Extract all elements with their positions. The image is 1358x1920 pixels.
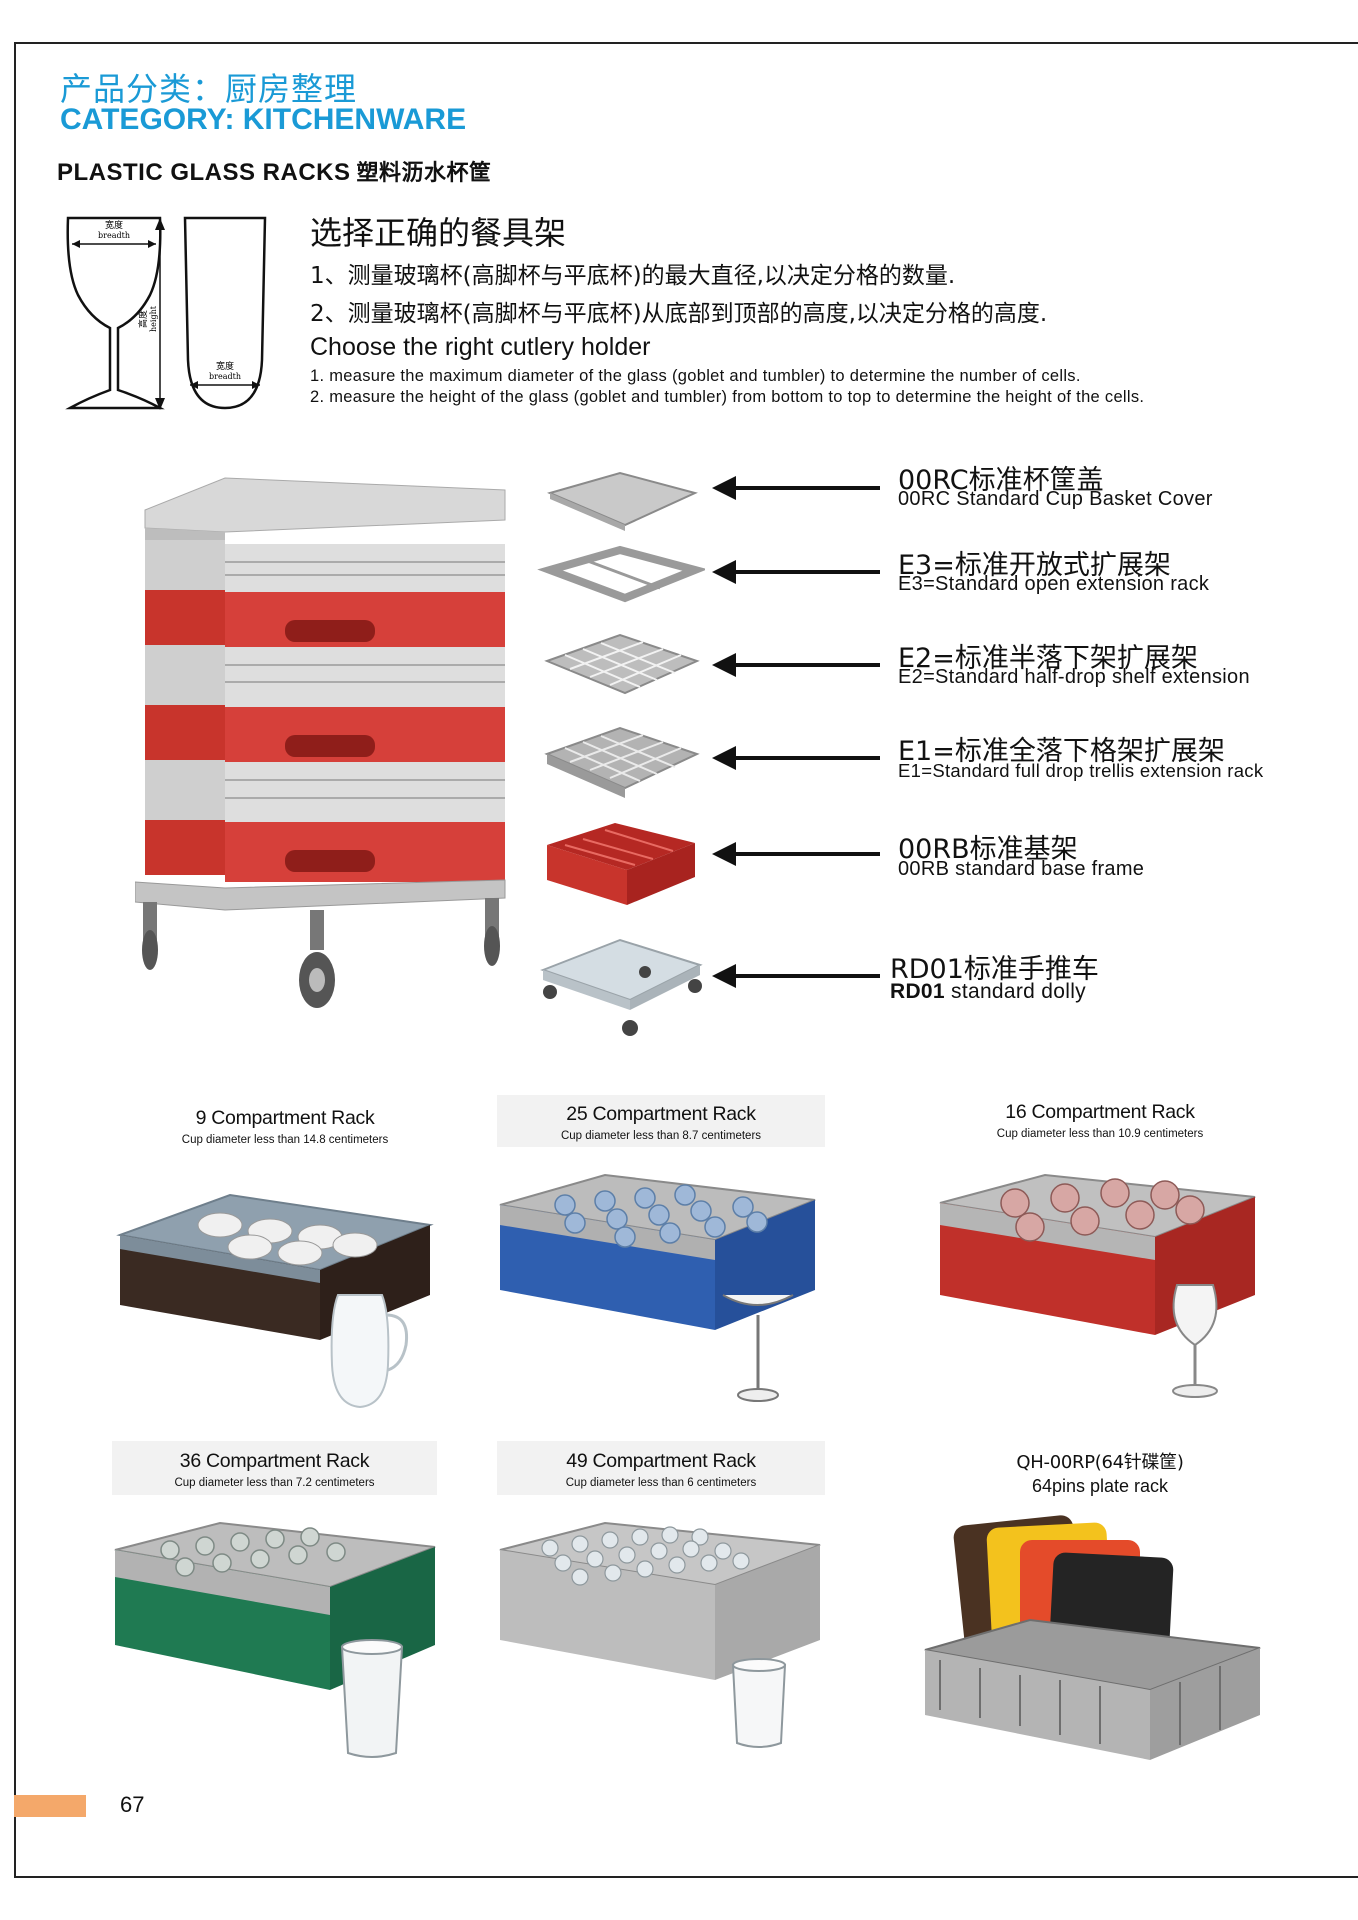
intro-line2-cn: 2、测量玻璃杯(高脚杯与平底杯)从底部到顶部的高度,以决定分格的高度. [310,301,1048,327]
open-extension-label-en: E3=Standard open extension rack [898,573,1210,595]
intro-line1-cn: 1、测量玻璃杯(高脚杯与平底杯)的最大直径,以决定分格的数量. [310,263,956,289]
dolly-label-en: RD01 standard dolly [890,980,1086,1004]
stacked-racks-on-dolly-image [135,477,506,1008]
dolly-label-cn: RD01标准手推车 [890,954,1099,985]
rack-64pin-image [924,1515,1261,1760]
base-frame-label-cn: 00RB标准基架 [898,834,1078,865]
half-drop-extension-image [544,633,700,695]
section-title-en: PLASTIC GLASS RACKS [57,159,351,186]
base-frame-label-en: 00RB standard base frame [898,858,1145,880]
cover-label-cn: 00RC标准杯筐盖 [898,465,1104,496]
rack-16-image [939,1173,1256,1398]
intro-line1-en: 1. measure the maximum diameter of the g… [310,367,1081,385]
rack-9-subtitle: Cup diameter less than 14.8 centimeters [181,1134,389,1146]
rack-36-subtitle: Cup diameter less than 7.2 centimeters [174,1477,375,1489]
half-drop-label-en: E2=Standard half-drop shelf extension [898,666,1250,688]
rack-9-header: 9 Compartment Rack Cup diameter less tha… [130,1107,440,1146]
rack-25-image [499,1173,816,1402]
rack-16-subtitle: Cup diameter less than 10.9 centimeters [996,1128,1204,1140]
arrow-dolly [712,964,880,988]
rack-49-title: 49 Compartment Rack [566,1450,756,1472]
rack-25-subtitle: Cup diameter less than 8.7 centimeters [560,1130,762,1142]
rack-49-subtitle: Cup diameter less than 6 centimeters [565,1477,757,1489]
rack-9-image [116,1193,434,1409]
rack-25-header: 25 Compartment Rack Cup diameter less th… [497,1095,825,1147]
half-drop-label-cn: E2=标准半落下架扩展架 [898,643,1198,674]
dolly-image [540,938,703,1036]
intro-title-en: Choose the right cutlery holder [310,333,651,361]
cover-label-en: 00RC Standard Cup Basket Cover [898,488,1213,510]
breadth-label-en-2: breadth [209,372,241,381]
page-frame-left [14,42,16,1878]
dolly-label-en-text: standard dolly [944,980,1086,1003]
full-drop-label-cn: E1=标准全落下格架扩展架 [898,736,1225,767]
rack-36-header: 36 Compartment Rack Cup diameter less th… [112,1441,437,1495]
rack-64pin-header: QH-00RP(64针碟筐) 64pins plate rack [945,1448,1255,1497]
glass-measurement-diagram: 宽度 breadth 高度 height 宽度 breadth [65,216,267,410]
rack-49-header: 49 Compartment Rack Cup diameter less th… [497,1441,825,1495]
base-frame-image [547,823,695,905]
full-drop-extension-image [544,726,700,798]
breadth-label-en: breadth [98,231,130,240]
rack-25-title: 25 Compartment Rack [566,1103,756,1125]
intro-title-cn: 选择正确的餐具架 [310,214,567,252]
breadth-label-cn-2: 宽度 [216,360,234,372]
arrow-cover [712,476,880,500]
dolly-label-en-code: RD01 [890,980,945,1003]
rack-49-image [499,1521,821,1748]
rack-16-title: 16 Compartment Rack [1005,1101,1195,1123]
arrow-full-drop [712,746,880,770]
page-number-tab [14,1795,86,1817]
page-frame-bottom [14,1876,1358,1878]
height-label-cn: 高度 [137,310,149,328]
basket-cover-image [547,471,698,531]
rack-36-image [114,1521,436,1758]
open-extension-rack-image [537,545,705,603]
breadth-label-cn: 宽度 [105,219,123,231]
arrow-base-frame [712,842,880,866]
page-number: 67 [120,1792,145,1817]
page-frame-top [14,42,1358,44]
section-title-cn: 塑料沥水杯筐 [356,161,492,186]
full-drop-label-en: E1=Standard full drop trellis extension … [898,760,1264,781]
arrow-open-extension [712,560,880,584]
rack-36-title: 36 Compartment Rack [179,1450,370,1472]
rack-9-title: 9 Compartment Rack [195,1107,375,1129]
rack-64pin-subtitle: 64pins plate rack [1031,1476,1169,1496]
open-extension-label-cn: E3=标准开放式扩展架 [898,550,1171,581]
arrow-half-drop [712,653,880,677]
height-label-en: height [149,305,158,332]
intro-line2-en: 2. measure the height of the glass (gobl… [310,388,1145,406]
rack-64pin-title: QH-00RP(64针碟筐) [1016,1452,1184,1473]
category-title-cn: 产品分类：厨房整理 [60,70,358,108]
rack-16-header: 16 Compartment Rack Cup diameter less th… [945,1101,1255,1140]
category-title-en: CATEGORY: KITCHENWARE [60,103,467,136]
